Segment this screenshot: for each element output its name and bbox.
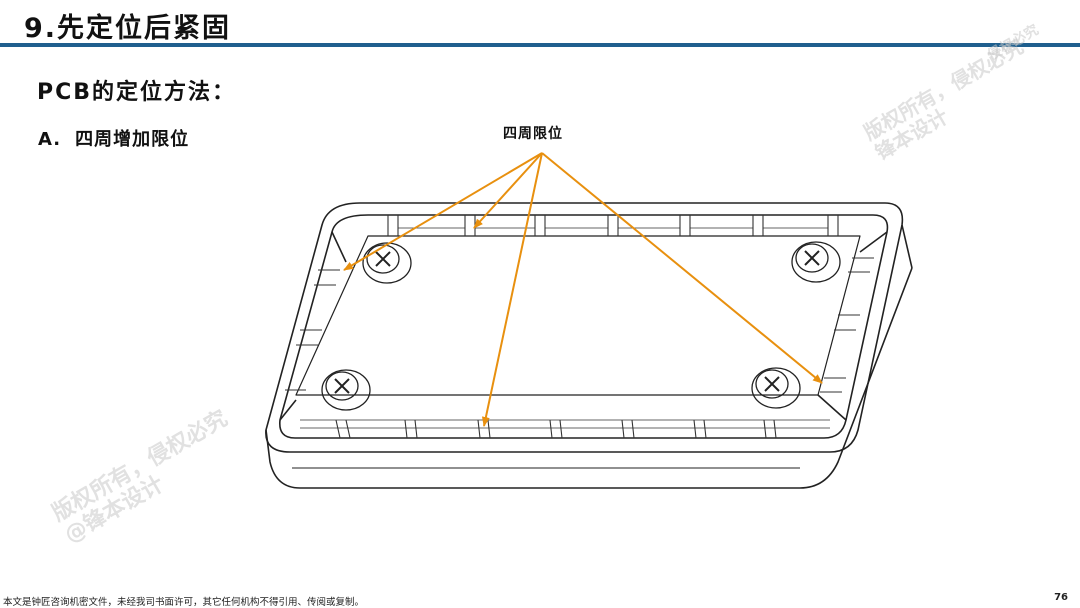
slide-title: 9.先定位后紧固 [24, 13, 232, 44]
page-number: 76 [1054, 592, 1068, 603]
footer-confidential-note: 本文是钟匠咨询机密文件，未经我司书面许可，其它任何机构不得引用、传阅或复制。 [3, 597, 365, 608]
bottom-locating-ribs [300, 419, 830, 439]
callout-arrows [343, 152, 823, 427]
arrow-to-left-rib [343, 152, 543, 271]
screw-top-left [362, 242, 412, 284]
section-heading: PCB的定位方法： [37, 80, 237, 105]
screw-bottom-left [321, 369, 371, 411]
arrow-to-bottom-rib [481, 152, 543, 427]
screw-top-right [791, 241, 841, 283]
list-item-a: A. 四周增加限位 [38, 125, 189, 151]
arrow-to-right-rib [541, 152, 823, 384]
screw-bottom-right [751, 367, 801, 409]
top-locating-ribs [387, 215, 839, 236]
list-item-text: 四周增加限位 [75, 129, 190, 150]
callout-label: 四周限位 [503, 126, 563, 142]
enclosure-outline [265, 202, 913, 489]
arrow-to-top-rib [473, 152, 543, 229]
list-marker: A. [38, 129, 62, 150]
side-locating-ribs [285, 257, 874, 393]
title-divider [0, 43, 1080, 47]
